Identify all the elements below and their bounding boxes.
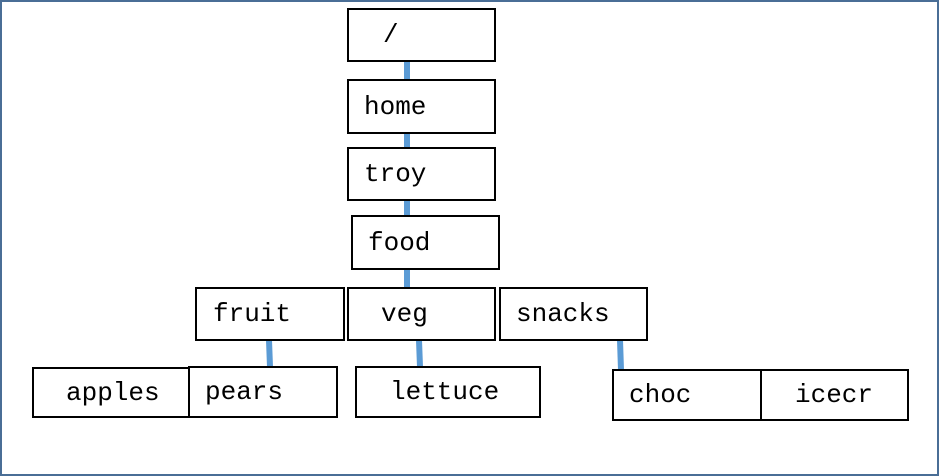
node-home: home [347,79,496,134]
node-root: / [347,8,496,62]
node-pears-label: pears [205,377,284,407]
node-veg: veg [347,287,496,341]
node-fruit: fruit [195,287,345,341]
node-icecr-label: icecr [795,380,874,410]
node-apples-label: apples [66,377,160,408]
node-choc: choc [612,369,763,421]
node-fruit-label: fruit [213,299,292,329]
node-snacks-label: snacks [516,299,610,329]
node-choc-label: choc [629,380,692,410]
node-food-label: food [368,227,431,258]
connector-fruit-pears [266,339,273,368]
connector-snacks-choc [617,339,624,371]
node-food: food [351,215,500,270]
node-troy: troy [347,147,496,201]
node-root-label: / [383,20,399,50]
node-icecr: icecr [760,369,909,421]
node-lettuce: lettuce [355,366,541,418]
node-snacks: snacks [499,287,648,341]
node-lettuce-label: lettuce [390,377,500,407]
connector-veg-lettuce [416,339,423,368]
node-home-label: home [364,91,427,122]
node-troy-label: troy [364,159,427,189]
node-apples: apples [32,367,190,418]
node-pears: pears [188,366,338,418]
node-veg-label: veg [381,299,428,329]
